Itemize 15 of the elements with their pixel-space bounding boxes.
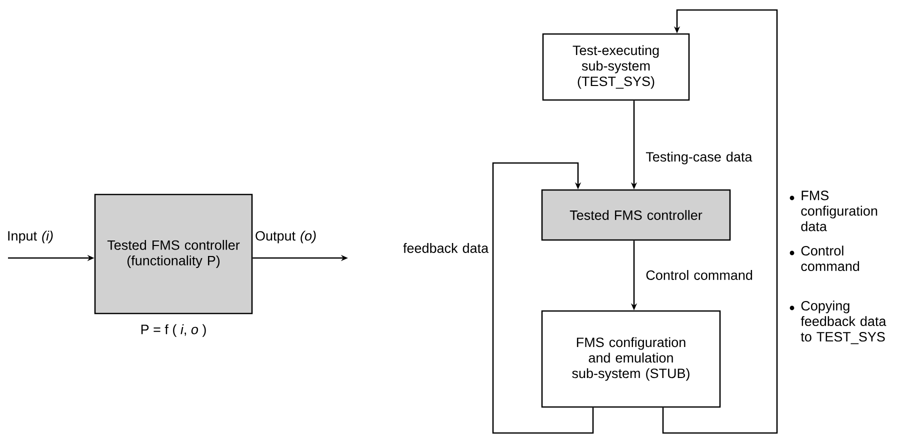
edge-label: Testing-case data (646, 152, 752, 164)
process-box: Tested FMS controller (541, 189, 731, 241)
edge-label: Output (o) (256, 230, 316, 244)
bullet-note: FMS configuration data (801, 190, 878, 232)
edge-label: Input (i) (8, 230, 53, 244)
process-box: FMS configuration and emulation sub-system (STUB) (541, 310, 721, 408)
bullet-note: Copying feedback data to TEST_SYS (800, 300, 886, 344)
process-box: Tested FMS controller (functionality P) (94, 194, 253, 314)
arrow (492, 162, 594, 434)
edge-label: feedback data (403, 243, 489, 253)
arrow (662, 9, 778, 434)
bullet-note: Control command (801, 246, 860, 272)
edge-label: Control command (646, 270, 752, 280)
process-box: Test-executing sub-system (TEST_SYS) (542, 33, 690, 101)
formula-caption: P = f ( i, o ) (141, 324, 206, 337)
